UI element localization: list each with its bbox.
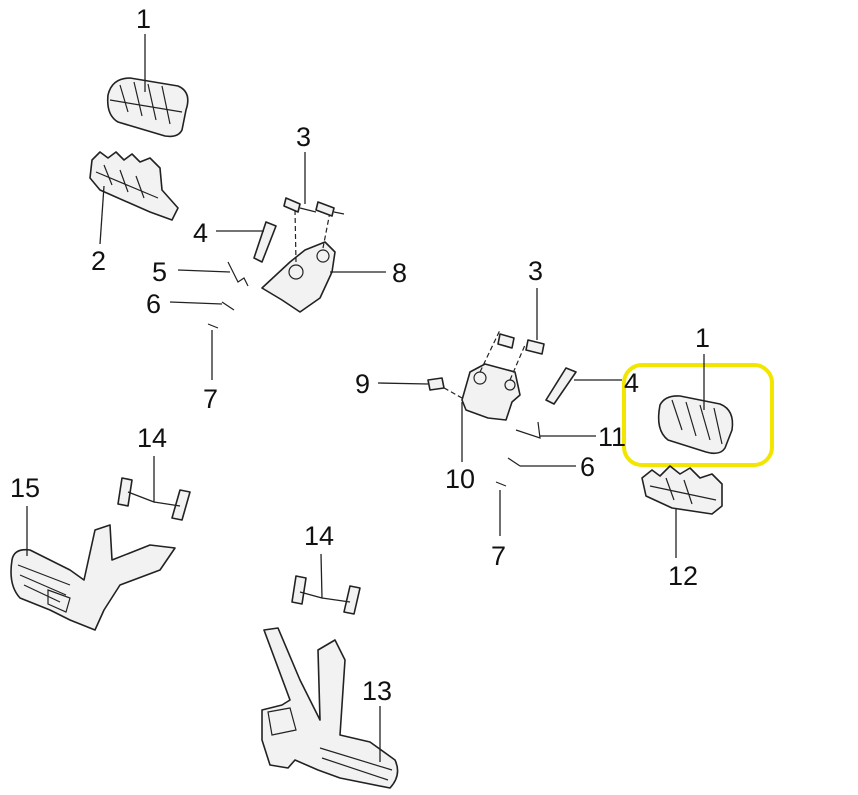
callout-6-left: 6: [146, 289, 161, 319]
part-washer-left[interactable]: [221, 301, 235, 311]
callout-1-right: 1: [695, 323, 710, 353]
part-bolts-left[interactable]: [283, 197, 345, 217]
callout-9: 9: [355, 369, 370, 399]
part-footrest-assembly-center[interactable]: [261, 627, 399, 789]
part-bolts-right[interactable]: [497, 333, 545, 355]
callout-8: 8: [392, 258, 407, 288]
part-bolts-14-center[interactable]: [291, 575, 361, 615]
part-footpeg-serrated-right[interactable]: [641, 465, 723, 515]
part-footrest-assembly-left[interactable]: [10, 524, 176, 631]
part-pin-left[interactable]: [253, 221, 277, 263]
part-washer-right[interactable]: [507, 457, 521, 467]
part-spring-right[interactable]: [515, 421, 541, 439]
callout-4-left: 4: [193, 218, 208, 248]
part-spring-left[interactable]: [227, 261, 249, 287]
callout-2: 2: [91, 246, 106, 276]
part-cotter-left[interactable]: [207, 323, 219, 329]
callout-7-left: 7: [203, 384, 218, 414]
part-bolt-9[interactable]: [427, 377, 445, 391]
callout-3-right: 3: [528, 256, 543, 286]
callout-10: 10: [445, 464, 475, 494]
part-footpeg-serrated-left[interactable]: [89, 151, 179, 221]
callout-7-right: 7: [491, 541, 506, 571]
callout-6-right: 6: [580, 452, 595, 482]
callout-14-center: 14: [304, 521, 334, 551]
part-cotter-right[interactable]: [495, 481, 507, 487]
callout-3-left: 3: [296, 122, 311, 152]
part-bracket-right[interactable]: [429, 329, 526, 421]
part-footpeg-rubber-left[interactable]: [106, 77, 189, 138]
callout-labels: 1 2 3 4 5 6 7 8 3 9 4 11 10 6 7 1 12 14 …: [10, 4, 710, 706]
part-footpeg-rubber-right[interactable]: [657, 395, 734, 455]
callout-15: 15: [10, 473, 40, 503]
leader-lines: [26, 34, 705, 762]
part-bolts-14-left[interactable]: [117, 477, 191, 521]
callout-13: 13: [362, 676, 392, 706]
callout-11: 11: [598, 422, 626, 452]
callout-5: 5: [152, 257, 167, 287]
callout-1-left: 1: [136, 4, 151, 34]
highlight-box: [622, 363, 774, 467]
callout-14-left: 14: [137, 423, 167, 453]
part-bracket-left[interactable]: [261, 209, 336, 313]
part-pin-right[interactable]: [545, 367, 577, 405]
callout-4-right: 4: [624, 368, 639, 398]
callout-12: 12: [668, 561, 698, 591]
